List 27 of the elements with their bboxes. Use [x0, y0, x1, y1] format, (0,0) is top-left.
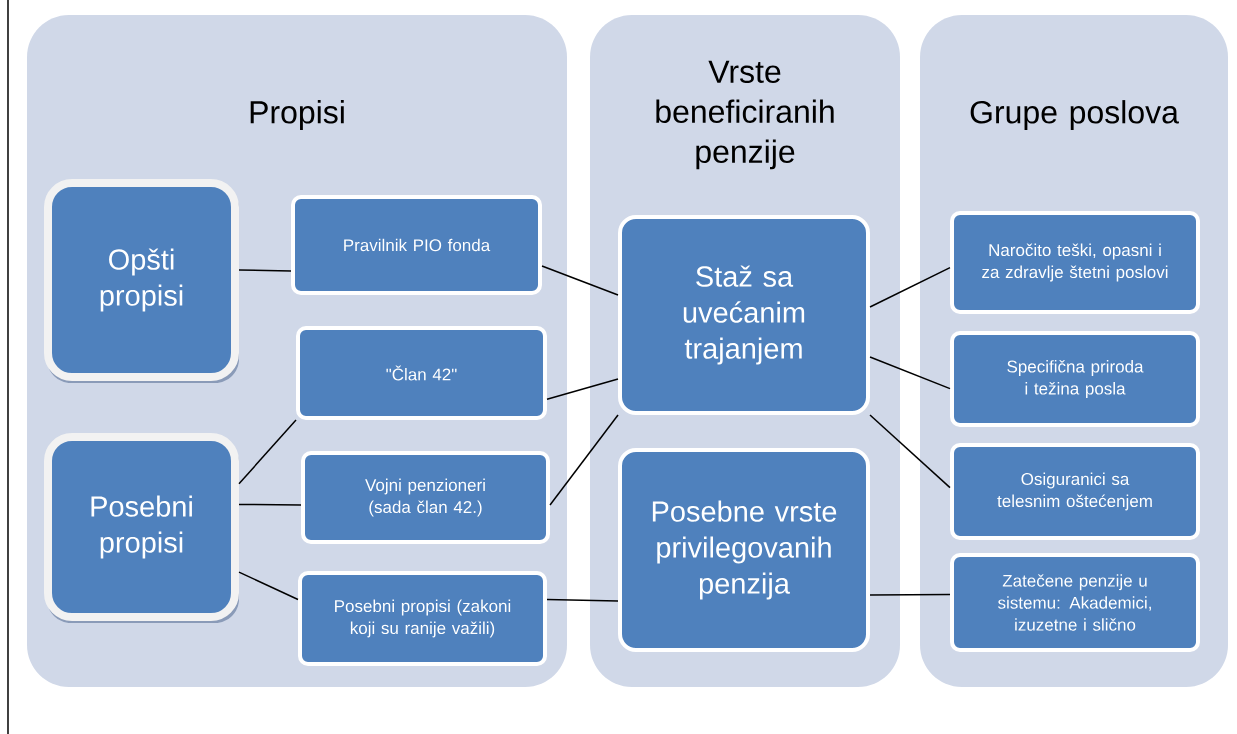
item-box: Osiguranici sa telesnim oštećenjem [950, 443, 1200, 540]
panel-title: Grupe poslova [970, 100, 1179, 130]
connector-line [238, 503, 302, 506]
category-box: Posebni propisi [44, 433, 239, 623]
connector-line [238, 571, 299, 601]
connector-line [238, 419, 297, 485]
panel-title: Vrste beneficiranih penzije [656, 60, 834, 170]
connector-line [546, 378, 619, 401]
category-box: Opšti propisi [44, 179, 239, 383]
pension-type-box: Posebne vrste privilegovanih penzija [618, 448, 870, 652]
connector-line [546, 598, 619, 602]
item-box: Naročito teški, opasni i za zdravlje štetni poslovi [950, 211, 1200, 314]
connector-line [541, 265, 619, 296]
connector-line [869, 414, 951, 489]
item-box: Vojni penzioneri (sada član 42.) [301, 451, 550, 544]
connector-line [869, 266, 951, 308]
item-box: Specifična priroda i težina posla [950, 331, 1200, 427]
connector-line [869, 593, 951, 596]
item-box: Posebni propisi (zakoni koji su ranije važili) [298, 571, 547, 666]
item-box: Pravilnik PIO fonda [291, 195, 542, 295]
item-box: "Član 42" [296, 326, 547, 420]
panel-title: Propisi [250, 100, 344, 130]
pension-type-box: Staž sa uvećanim trajanjem [618, 215, 870, 415]
connector-line [869, 356, 951, 390]
item-box: Zatečene penzije u sistemu: Akademici, izuzetne i slično [950, 553, 1200, 652]
connector-line [238, 269, 292, 272]
connector-line [549, 414, 619, 506]
